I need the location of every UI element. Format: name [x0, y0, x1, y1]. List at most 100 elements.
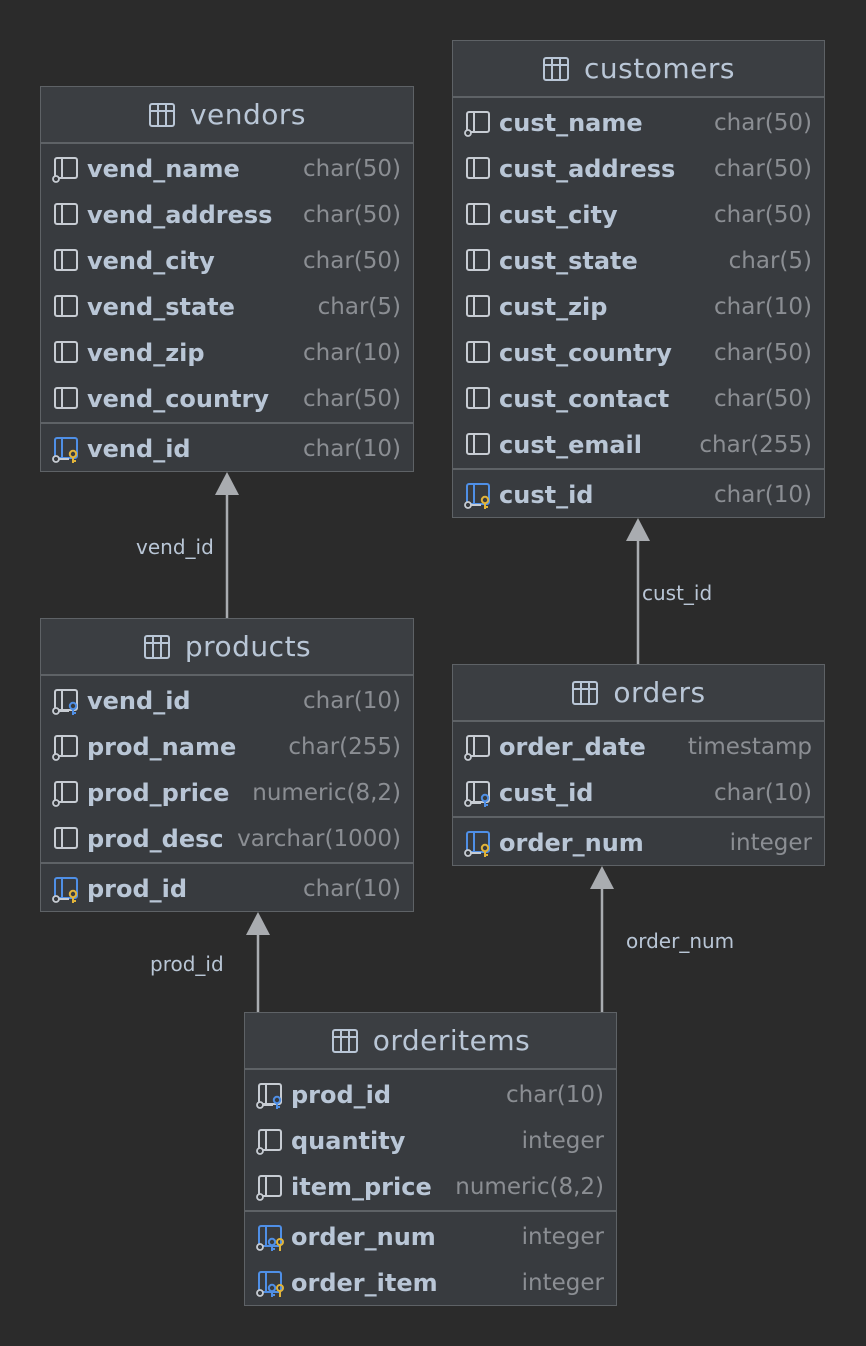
column-name: cust_id [499, 779, 594, 807]
column-notnull-icon [256, 1175, 282, 1201]
column-type: char(10) [714, 482, 812, 508]
primary-key-separator [41, 862, 413, 866]
primary-foreign-key-icon [256, 1271, 284, 1297]
edge-label-order-num: order_num [626, 929, 735, 953]
column-name: cust_email [499, 431, 643, 459]
primary-foreign-key-icon [256, 1225, 284, 1251]
table-icon [148, 102, 175, 127]
column-icon [54, 387, 78, 409]
table-icon [572, 680, 599, 705]
column-type: char(10) [506, 1082, 604, 1108]
column-name: cust_name [499, 109, 643, 137]
column-type: numeric(8,2) [455, 1174, 604, 1200]
column-row-vend-address[interactable]: vend_address char(50) [41, 192, 413, 238]
table-title: vendors [189, 98, 307, 131]
column-type: char(255) [288, 734, 401, 760]
table-header[interactable]: vendors [41, 87, 413, 144]
column-name: cust_state [499, 247, 638, 275]
column-row-cust-zip[interactable]: cust_zip char(10) [453, 284, 824, 330]
table-title: orderitems [372, 1024, 531, 1057]
column-row-cust-state[interactable]: cust_state char(5) [453, 238, 824, 284]
primary-key-separator [41, 422, 413, 426]
edge-label-vend-id: vend_id [136, 535, 214, 559]
column-type: char(5) [728, 248, 812, 274]
column-icon [466, 203, 490, 225]
column-icon [466, 295, 490, 317]
column-type: char(10) [303, 688, 401, 714]
column-notnull-icon [52, 781, 78, 807]
column-type: integer [521, 1224, 604, 1250]
column-name: cust_contact [499, 385, 670, 413]
column-row-cust-id[interactable]: cust_id char(10) [453, 472, 824, 518]
column-row-vend-id[interactable]: vend_id char(10) [41, 678, 413, 724]
table-header[interactable]: orders [453, 665, 824, 722]
column-icon [466, 249, 490, 271]
column-name: vend_address [87, 201, 273, 229]
column-icon [54, 295, 78, 317]
table-title: customers [584, 52, 735, 85]
column-name: prod_id [87, 875, 188, 903]
edge-label-cust-id: cust_id [642, 581, 713, 605]
arrow-head-orders [590, 866, 614, 889]
column-name: cust_id [499, 481, 594, 509]
column-name: cust_address [499, 155, 676, 183]
table-header[interactable]: products [41, 619, 413, 676]
column-type: char(50) [303, 202, 401, 228]
column-name: vend_id [87, 687, 191, 715]
column-row-cust-contact[interactable]: cust_contact char(50) [453, 376, 824, 422]
column-type: char(50) [714, 386, 812, 412]
arrow-head-products [246, 912, 270, 935]
column-icon [466, 341, 490, 363]
column-type: integer [729, 830, 812, 856]
column-name: cust_zip [499, 293, 608, 321]
column-type: char(50) [714, 202, 812, 228]
column-notnull-icon [464, 735, 490, 761]
column-type: numeric(8,2) [252, 780, 401, 806]
primary-key-icon [52, 877, 78, 903]
column-icon [466, 433, 490, 455]
edge-label-prod-id: prod_id [150, 952, 224, 976]
foreign-key-icon [52, 689, 78, 715]
column-type: varchar(1000) [237, 826, 401, 852]
column-type: char(50) [714, 340, 812, 366]
column-type: char(10) [714, 294, 812, 320]
table-header[interactable]: orderitems [245, 1013, 616, 1070]
column-notnull-icon [464, 111, 490, 137]
table-header[interactable]: customers [453, 41, 824, 98]
